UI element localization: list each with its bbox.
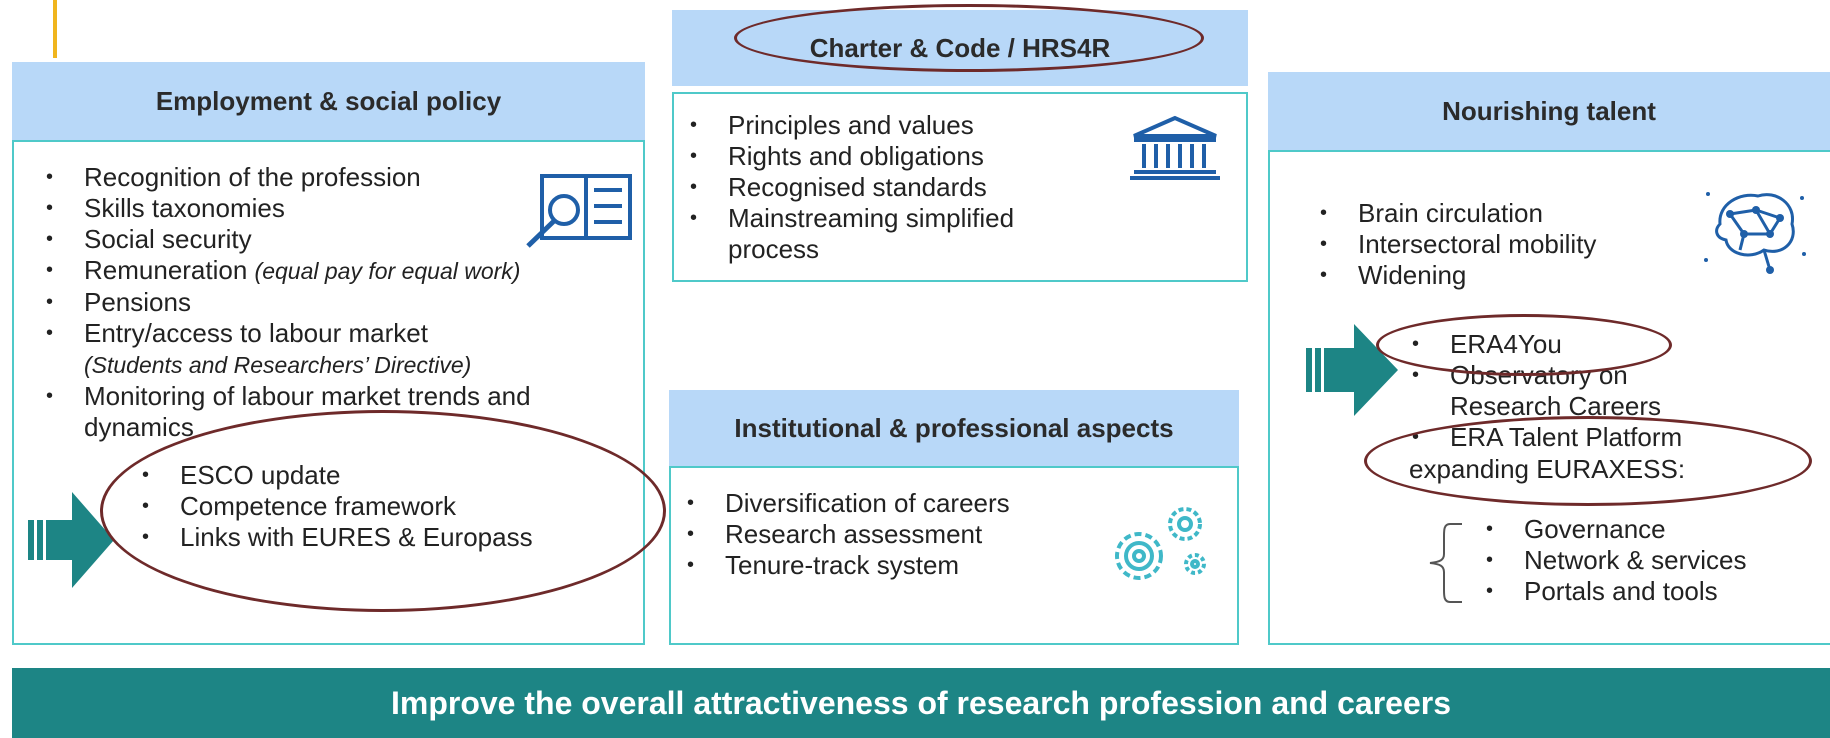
employment-arrow-icon xyxy=(28,492,114,588)
list-item: Pensions xyxy=(36,287,636,318)
accent-line xyxy=(53,0,57,58)
nourishing-arrow-icon xyxy=(1306,324,1398,416)
list-item: Network & services xyxy=(1476,545,1826,576)
talent-platform-sub-list: Governance Network & services Portals an… xyxy=(1476,514,1826,607)
entry-note: (Students and Researchers’ Directive) xyxy=(84,352,472,378)
list-item: Research assessment xyxy=(677,519,1117,550)
charter-list: Principles and values Rights and obligat… xyxy=(680,110,1120,265)
footer-text: Improve the overall attractiveness of re… xyxy=(390,684,1451,721)
charter-ellipse xyxy=(734,4,1204,72)
institutional-panel-title: Institutional & professional aspects xyxy=(734,412,1174,443)
nourishing-list: Brain circulation Intersectoral mobility… xyxy=(1310,198,1710,291)
remuneration-note: (equal pay for equal work) xyxy=(254,258,521,284)
institution-building-icon xyxy=(1130,115,1220,180)
list-item: Principles and values xyxy=(680,110,1120,141)
list-item: Tenure-track system xyxy=(677,550,1117,581)
talent-platform-ellipse xyxy=(1364,416,1812,506)
list-item: Rights and obligations xyxy=(680,141,1120,172)
list-item: Entry/access to labour market(Students a… xyxy=(36,318,636,381)
era4you-ellipse xyxy=(1376,314,1672,376)
document-magnifier-icon xyxy=(526,174,632,248)
list-item: Recognition of the profession xyxy=(36,162,636,193)
list-item: Brain circulation xyxy=(1310,198,1710,229)
sub-items-brace-icon xyxy=(1429,523,1462,603)
list-item: Social security xyxy=(36,224,636,255)
employment-list: Recognition of the profession Skills tax… xyxy=(36,162,636,443)
list-item: Remuneration (equal pay for equal work) xyxy=(36,255,636,287)
list-item: Skills taxonomies xyxy=(36,193,636,224)
list-item: Monitoring of labour market trends and d… xyxy=(36,381,604,443)
employment-highlight-ellipse xyxy=(100,410,666,612)
footer-banner: Improve the overall attractiveness of re… xyxy=(12,668,1830,738)
institutional-list: Diversification of careers Research asse… xyxy=(677,488,1117,581)
list-item: Intersectoral mobility xyxy=(1310,229,1710,260)
list-item: Widening xyxy=(1310,260,1710,291)
list-item: Mainstreaming simplified process xyxy=(680,203,1108,265)
list-item: Governance xyxy=(1476,514,1826,545)
nourishing-panel-header: Nourishing talent xyxy=(1268,72,1830,150)
list-item: Recognised standards xyxy=(680,172,1120,203)
list-item: Portals and tools xyxy=(1476,576,1826,607)
brain-network-icon xyxy=(1704,192,1806,274)
employment-panel-title: Employment & social policy xyxy=(155,85,502,116)
institutional-panel: Diversification of careers Research asse… xyxy=(669,466,1239,645)
list-item: Diversification of careers xyxy=(677,488,1117,519)
institutional-panel-header: Institutional & professional aspects xyxy=(669,390,1239,466)
employment-panel-header: Employment & social policy xyxy=(12,62,645,140)
gears-icon xyxy=(1115,507,1206,580)
charter-panel: Principles and values Rights and obligat… xyxy=(672,92,1248,282)
nourishing-panel-title: Nourishing talent xyxy=(1442,95,1656,126)
